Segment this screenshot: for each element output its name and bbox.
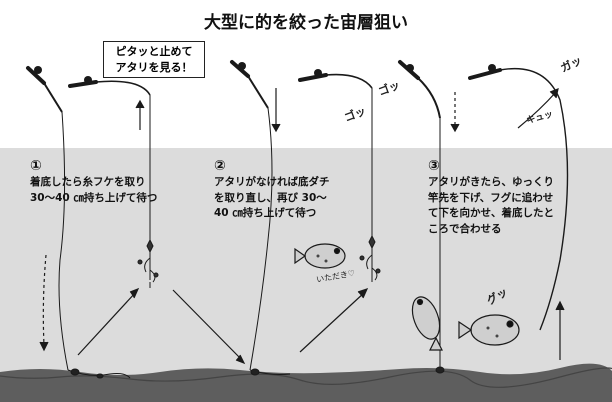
- callout-box: ピタッと止めて アタリを見る！: [103, 41, 205, 78]
- arrows-panel-1: [39, 99, 369, 365]
- water-area: [0, 148, 612, 402]
- rod-2: [230, 60, 273, 371]
- step-3: ③ アタリがきたら、ゆっくり 竿先を下げ、フグに追わせ て下を向かせ、着底したと…: [428, 158, 554, 237]
- step-1-line-1: 着底したら糸フケを取り: [30, 176, 146, 188]
- seabed: [0, 363, 612, 402]
- step-1: ① 着底したら糸フケを取り 30～40 ㎝持ち上げて待つ: [30, 158, 157, 206]
- callout-line-1: ピタッと止めて: [115, 45, 193, 58]
- pufferfish-3a: [411, 296, 443, 351]
- bottom-rig-1: [67, 368, 131, 379]
- step-1-number: ①: [30, 158, 42, 174]
- step-2-line-2: を取り直し、再び 30～: [214, 191, 327, 204]
- step-3-line-1: アタリがきたら、ゆっくり: [428, 176, 554, 188]
- rod-2b: [298, 69, 373, 282]
- pufferfish-3b: [458, 314, 520, 346]
- step-2-line-1: アタリがなければ底ダチ: [214, 176, 330, 188]
- step-3-line-3: て下を向かせ、着底したと: [428, 207, 554, 219]
- rig-2: [359, 234, 381, 281]
- rod-1: [26, 66, 69, 371]
- arrows-panel-3: [450, 88, 565, 360]
- step-2-line-3: 40 ㎝持ち上げて待つ: [214, 207, 317, 219]
- rig-1: [137, 238, 159, 288]
- rod-3b: [468, 64, 569, 331]
- step-3-line-2: 竿先を下げ、フグに追わせ: [428, 191, 554, 204]
- step-1-line-2: 30～40 ㎝持ち上げて待つ: [30, 191, 158, 204]
- step-3-number: ③: [428, 158, 440, 174]
- bottom-rig-3: [435, 366, 445, 374]
- step-2-number: ②: [214, 158, 226, 174]
- callout-line-2: アタリを見る！: [115, 61, 193, 74]
- arrow-down-2: [271, 88, 281, 133]
- step-2: ② アタリがなければ底ダチ を取り直し、再び 30～ 40 ㎝持ち上げて待つ: [214, 158, 330, 222]
- pufferfish-2: [294, 243, 346, 269]
- step-3-line-4: ころで合わせる: [428, 222, 502, 235]
- bottom-rig-2: [249, 368, 291, 376]
- page-title: 大型に的を絞った宙層狙い: [204, 13, 408, 33]
